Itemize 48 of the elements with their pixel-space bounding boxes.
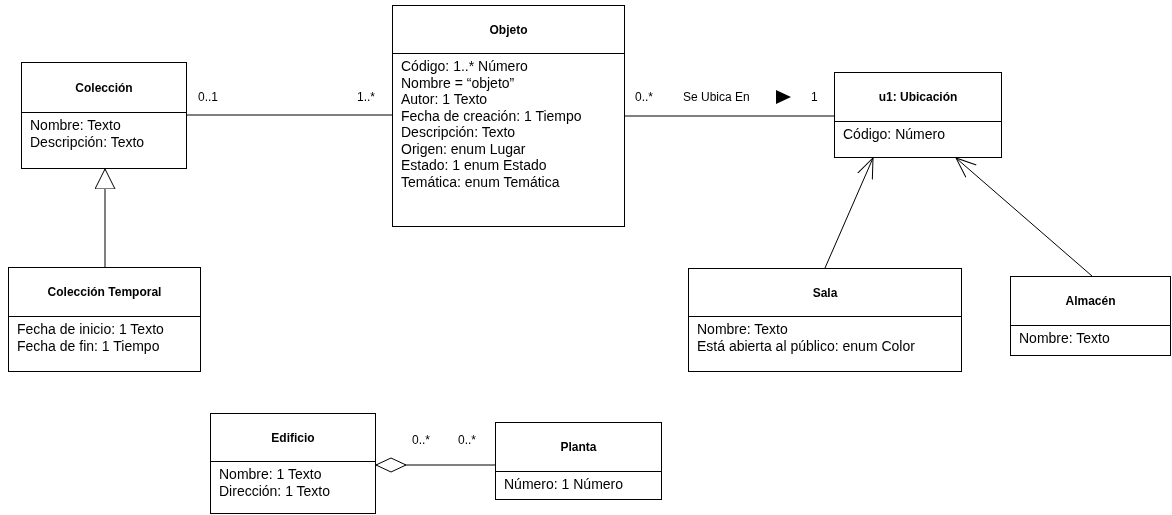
attribute-text: Temática: enum Temática bbox=[401, 173, 561, 190]
attribute-text: Descripción: Texto bbox=[30, 133, 146, 150]
class-name: Edificio bbox=[271, 430, 315, 445]
multiplicity-label: 0..1 bbox=[198, 90, 218, 104]
class-name: Sala bbox=[812, 285, 838, 300]
class-name: u1: Ubicación bbox=[878, 90, 958, 104]
attribute-text: Nombre: 1 Texto bbox=[219, 466, 323, 483]
class-box bbox=[21, 62, 187, 169]
class-box bbox=[1010, 276, 1171, 356]
class-name: Colección bbox=[75, 80, 133, 95]
class-box bbox=[688, 268, 962, 372]
attribute-text: Nombre: Texto bbox=[1019, 330, 1111, 347]
edge-label: Se Ubica En bbox=[683, 90, 750, 104]
multiplicity-label: 1 bbox=[811, 90, 818, 104]
association-line bbox=[624, 115, 835, 117]
class-name: Colección Temporal bbox=[47, 285, 162, 299]
attribute-text: Fecha de fin: 1 Tiempo bbox=[17, 337, 161, 354]
class-box bbox=[8, 267, 201, 372]
attribute-text: Descripción: Texto bbox=[401, 124, 517, 141]
attribute-text: Código: 1..* Número bbox=[401, 58, 529, 75]
attribute-text: Está abierta al público: enum Color bbox=[697, 337, 916, 354]
attribute-text: Fecha de inicio: 1 Texto bbox=[17, 321, 165, 338]
aggregation-line bbox=[375, 457, 496, 473]
multiplicity-label: 0..* bbox=[458, 433, 476, 447]
class-box bbox=[495, 422, 662, 500]
multiplicity-label: 0..* bbox=[635, 90, 653, 104]
attribute-text: Nombre: Texto bbox=[697, 321, 789, 338]
arrow bbox=[94, 168, 116, 268]
attribute-text: Nombre = “objeto” bbox=[401, 74, 516, 91]
attribute-text: Dirección: 1 Texto bbox=[219, 482, 331, 499]
class-box bbox=[392, 5, 625, 227]
arrow bbox=[824, 157, 874, 269]
multiplicity-label: 1..* bbox=[357, 90, 375, 104]
attribute-text: Nombre: Texto bbox=[30, 117, 122, 134]
class-name: Almacén bbox=[1065, 294, 1116, 308]
class-name: Objeto bbox=[489, 22, 528, 37]
attribute-text: Fecha de creación: 1 Tiempo bbox=[401, 107, 583, 124]
attribute-text: Número: 1 Número bbox=[504, 476, 625, 493]
multiplicity-label: 0..* bbox=[412, 433, 430, 447]
attribute-text: Origen: enum Lugar bbox=[401, 140, 527, 157]
arrow bbox=[955, 157, 1093, 277]
class-box bbox=[210, 413, 376, 514]
class-name: Planta bbox=[560, 440, 597, 454]
attribute-text: Código: Número bbox=[843, 126, 946, 143]
attribute-text: Autor: 1 Texto bbox=[401, 91, 489, 108]
class-box bbox=[834, 72, 1002, 158]
attribute-text: Estado: 1 enum Estado bbox=[401, 157, 548, 174]
association-line bbox=[186, 114, 393, 116]
